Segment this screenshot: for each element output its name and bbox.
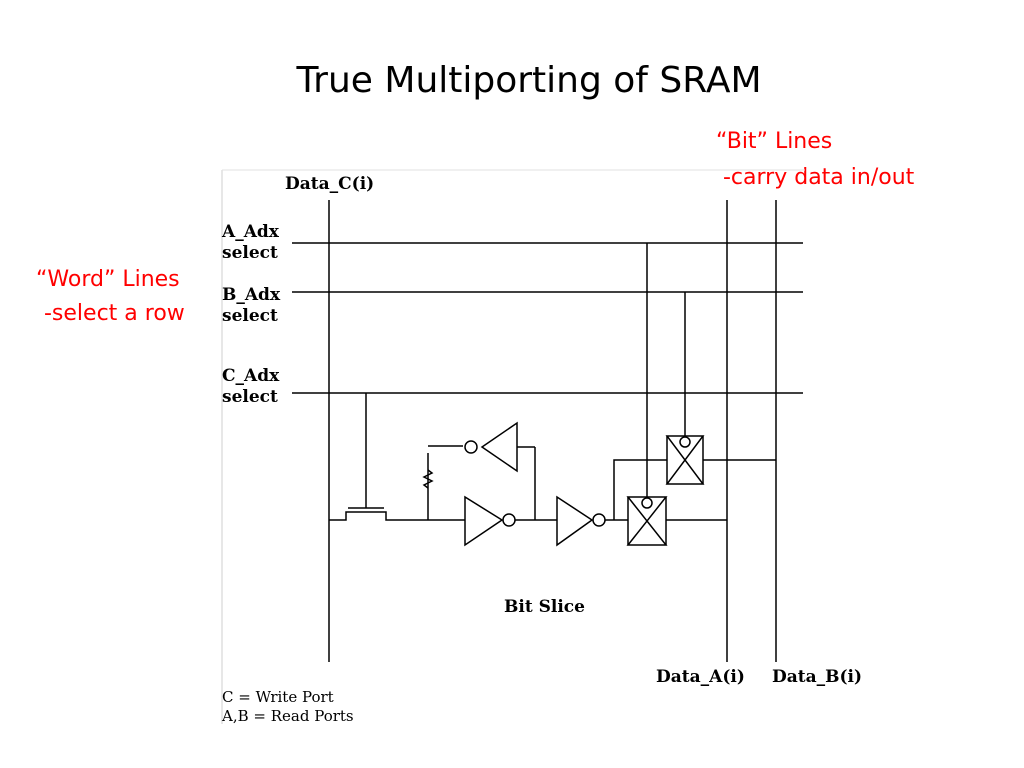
b-adx-label: B_Adx <box>222 285 281 305</box>
feedback-inverter-bubble <box>464 440 478 454</box>
bit-lines-description: -carry data in/out <box>716 165 915 190</box>
legend-write-port: C = Write Port <box>222 688 334 706</box>
transmission-gate-a-bubble <box>641 497 653 509</box>
feedback-inverter <box>480 421 518 473</box>
read-buffer-bubble <box>592 513 606 527</box>
slide-title: True Multiporting of SRAM <box>296 60 762 101</box>
read-node-branch <box>613 459 667 520</box>
bit-slice-label: Bit Slice <box>504 597 585 617</box>
word-lines-title: “Word” Lines <box>36 267 180 292</box>
a-adx-label: A_Adx <box>221 222 280 242</box>
c-adx-label: C_Adx <box>222 366 280 386</box>
write-transistor-channel <box>329 511 428 521</box>
b-select-label: select <box>222 306 278 326</box>
transmission-gate-b <box>665 435 705 485</box>
transmission-gate-b-bubble <box>679 436 691 448</box>
read-buffer-inverter <box>556 495 594 547</box>
data-a-label: Data_A(i) <box>656 667 745 687</box>
resistor <box>422 469 434 489</box>
storage-inverter <box>464 495 504 547</box>
data-c-label: Data_C(i) <box>285 174 374 194</box>
bit-lines-title: “Bit” Lines <box>716 129 833 154</box>
a-select-label: select <box>222 243 278 263</box>
data-b-label: Data_B(i) <box>772 667 862 687</box>
word-lines-description: -select a row <box>30 301 185 326</box>
transmission-gate-a <box>626 496 668 546</box>
legend-read-ports: A,B = Read Ports <box>221 707 354 725</box>
c-select-label: select <box>222 387 278 407</box>
storage-inverter-bubble <box>502 513 516 527</box>
